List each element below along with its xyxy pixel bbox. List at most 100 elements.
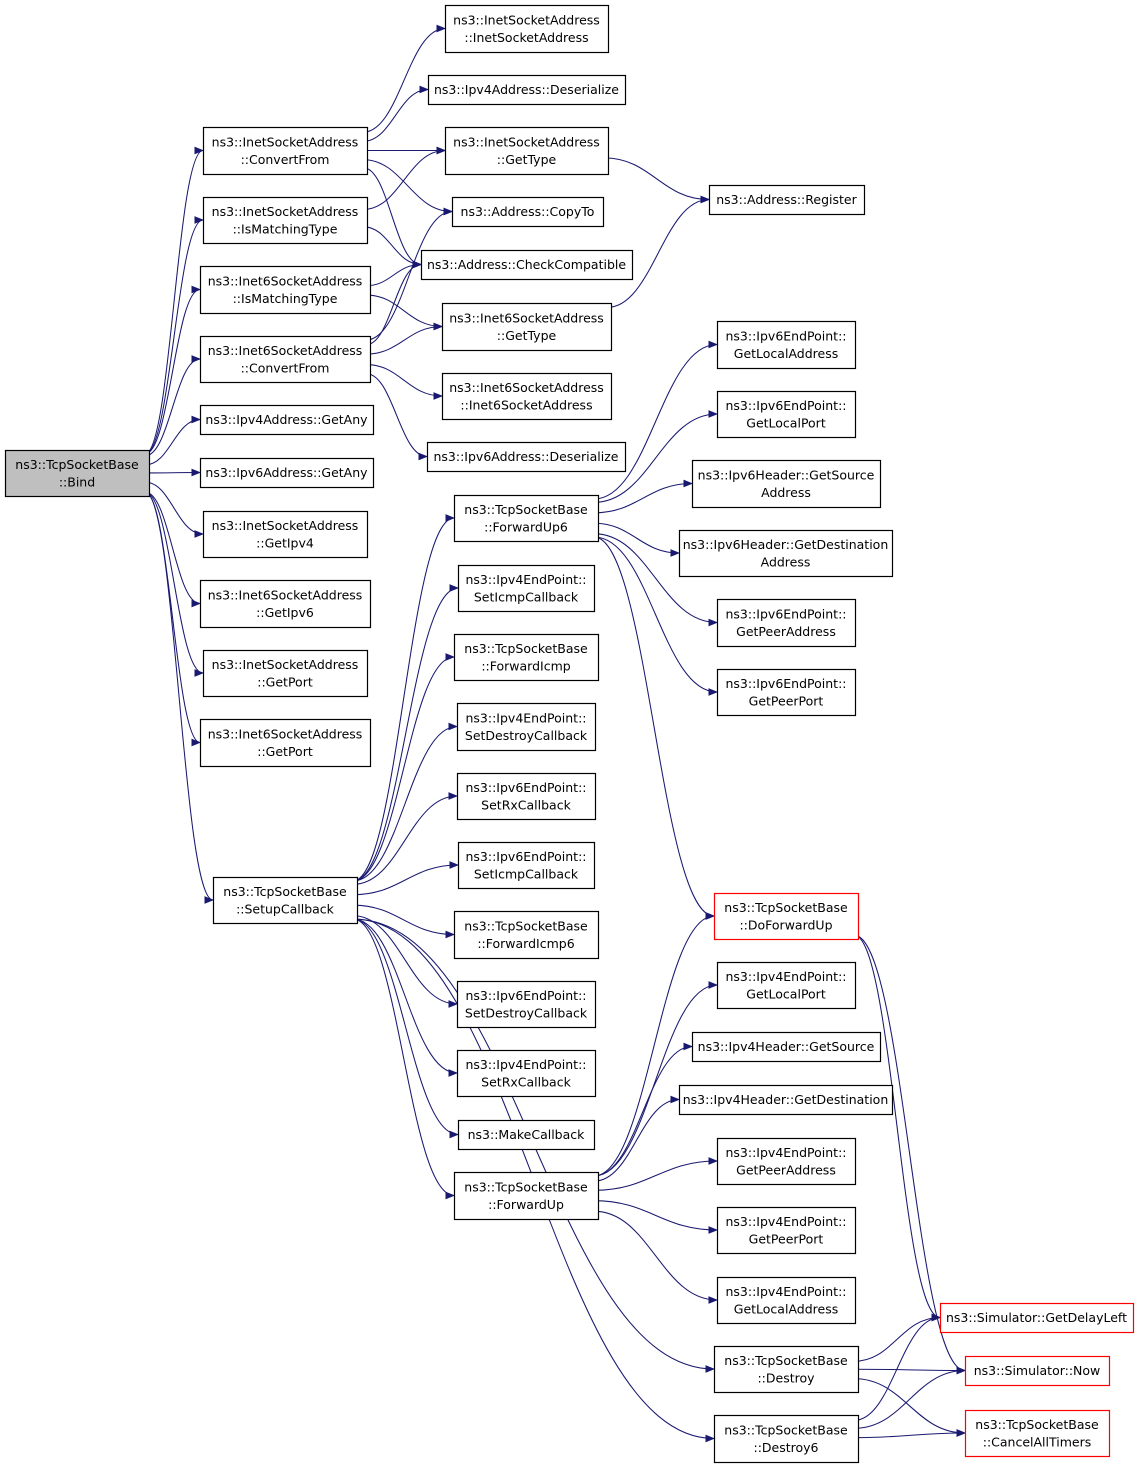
node-ep6-getpeeraddr[interactable]: ns3::Ipv6EndPoint::GetPeerAddress <box>716 598 857 648</box>
node-i6sa-getport[interactable]: ns3::Inet6SocketAddress::GetPort <box>199 718 372 768</box>
node-label-line: ns3::Inet6SocketAddress <box>208 343 363 358</box>
node-isa-ctor[interactable]: ns3::InetSocketAddress::InetSocketAddres… <box>444 4 610 54</box>
node-cancel-timers[interactable]: ns3::TcpSocketBase::CancelAllTimers <box>964 1409 1111 1458</box>
node-ep6-setdestroy[interactable]: ns3::Ipv6EndPoint::SetDestroyCallback <box>456 980 597 1029</box>
node-label-line: ::InetSocketAddress <box>464 30 588 45</box>
node-box <box>678 1084 894 1116</box>
node-ep4-seticmp[interactable]: ns3::Ipv4EndPoint::SetIcmpCallback <box>457 564 596 613</box>
node-box <box>713 892 860 941</box>
node-ep4-getlocaladdr[interactable]: ns3::Ipv4EndPoint::GetLocalAddress <box>716 1276 857 1325</box>
node-isa-convert[interactable]: ns3::InetSocketAddress::ConvertFrom <box>202 126 369 176</box>
edge-fwd_up6-to-do_fwd_up <box>593 536 714 916</box>
node-box <box>456 772 597 821</box>
edge-fwd_up-to-ep4_getlocalport <box>593 985 717 1177</box>
node-box <box>212 876 359 925</box>
edge-bind-to-isa_getport <box>144 491 203 673</box>
node-box <box>716 598 857 648</box>
node-i6sa-gettype[interactable]: ns3::Inet6SocketAddress::GetType <box>441 302 613 352</box>
node-label-line: GetLocalAddress <box>734 346 838 361</box>
edge-setup_cb-to-fwd_icmp6 <box>352 904 454 934</box>
node-fwd-up6[interactable]: ns3::TcpSocketBase::ForwardUp6 <box>453 494 600 543</box>
node-box <box>716 668 857 717</box>
node-box <box>716 390 857 439</box>
node-i6sa-getipv6[interactable]: ns3::Inet6SocketAddress::GetIpv6 <box>199 579 372 629</box>
node-label-line: ns3::InetSocketAddress <box>453 134 600 149</box>
edge-bind-to-i6sa_getipv6 <box>144 491 200 604</box>
node-destroy[interactable]: ns3::TcpSocketBase::Destroy <box>713 1345 860 1394</box>
node-box <box>426 441 627 473</box>
node-h4-getsrc[interactable]: ns3::Ipv4Header::GetSource <box>691 1031 882 1063</box>
node-ipv6-getany[interactable]: ns3::Ipv6Address::GetAny <box>199 457 375 489</box>
node-ep6-getlocalport[interactable]: ns3::Ipv6EndPoint::GetLocalPort <box>716 390 857 439</box>
node-h4-getdst[interactable]: ns3::Ipv4Header::GetDestination <box>678 1084 894 1116</box>
node-ep6-getpeerport[interactable]: ns3::Ipv6EndPoint::GetPeerPort <box>716 668 857 717</box>
node-label-line: ::ForwardUp6 <box>484 519 568 534</box>
edge-i6sa_convert-to-addr_copyto <box>365 212 452 341</box>
node-ep4-getpeerport[interactable]: ns3::Ipv4EndPoint::GetPeerPort <box>716 1206 857 1255</box>
node-label-line: ::Bind <box>59 474 95 489</box>
node-i6sa-ctor[interactable]: ns3::Inet6SocketAddress::Inet6SocketAddr… <box>441 372 613 421</box>
node-i6sa-match[interactable]: ns3::Inet6SocketAddress::IsMatchingType <box>199 265 372 315</box>
edge-fwd_up-to-do_fwd_up <box>593 916 714 1177</box>
node-label-line: ns3::Ipv4EndPoint:: <box>726 1214 847 1229</box>
node-ep6-getlocaladdr[interactable]: ns3::Ipv6EndPoint::GetLocalAddress <box>716 320 857 370</box>
edge-isa_convert-to-addr_check <box>362 167 421 265</box>
node-box <box>964 1355 1111 1387</box>
node-fwd-up[interactable]: ns3::TcpSocketBase::ForwardUp <box>453 1171 600 1221</box>
node-ep4-setrx[interactable]: ns3::Ipv4EndPoint::SetRxCallback <box>456 1049 597 1098</box>
edge-fwd_up-to-ep4_getlocaladdr <box>593 1210 717 1300</box>
node-fwd-icmp[interactable]: ns3::TcpSocketBase::ForwardIcmp <box>453 633 600 682</box>
node-setup-cb[interactable]: ns3::TcpSocketBase::SetupCallback <box>212 876 359 925</box>
node-ipv6-deser[interactable]: ns3::Ipv6Address::Deserialize <box>426 441 627 473</box>
node-box <box>199 718 372 768</box>
node-label-line: SetIcmpCallback <box>474 589 579 604</box>
edge-isa_match-to-isa_gettype <box>362 151 445 211</box>
node-addr-register[interactable]: ns3::Address::Register <box>708 184 866 216</box>
node-isa-match[interactable]: ns3::InetSocketAddress::IsMatchingType <box>202 196 369 245</box>
node-sim-getdelay[interactable]: ns3::Simulator::GetDelayLeft <box>939 1302 1135 1334</box>
edge-fwd_up6-to-ep6_getlocalport <box>593 414 717 503</box>
node-label-line: ::ConvertFrom <box>241 360 330 375</box>
node-isa-getipv4[interactable]: ns3::InetSocketAddress::GetIpv4 <box>202 510 369 559</box>
node-bind[interactable]: ns3::TcpSocketBase::Bind <box>4 449 151 498</box>
node-do-fwd-up[interactable]: ns3::TcpSocketBase::DoForwardUp <box>713 892 860 941</box>
node-ep4-getpeeraddr[interactable]: ns3::Ipv4EndPoint::GetPeerAddress <box>716 1137 857 1186</box>
node-destroy6[interactable]: ns3::TcpSocketBase::Destroy6 <box>713 1414 860 1464</box>
node-ipv4-getany[interactable]: ns3::Ipv4Address::GetAny <box>199 404 375 436</box>
node-label-line: ns3::Inet6SocketAddress <box>208 273 363 288</box>
node-sim-now[interactable]: ns3::Simulator::Now <box>964 1355 1111 1387</box>
node-label-line: ns3::Ipv6EndPoint:: <box>726 676 847 691</box>
node-label-line: ns3::Ipv4Address::Deserialize <box>434 82 619 97</box>
node-ep4-setdestroy[interactable]: ns3::Ipv4EndPoint::SetDestroyCallback <box>456 702 597 752</box>
node-label-line: ns3::Ipv4Header::GetSource <box>698 1039 875 1054</box>
node-isa-getport[interactable]: ns3::InetSocketAddress::GetPort <box>202 649 369 698</box>
node-box <box>713 1345 860 1394</box>
node-fwd-icmp6[interactable]: ns3::TcpSocketBase::ForwardIcmp6 <box>453 910 600 960</box>
node-addr-check[interactable]: ns3::Address::CheckCompatible <box>420 249 634 281</box>
nodes-layer: ns3::TcpSocketBase::Bindns3::InetSocketA… <box>4 4 1135 1464</box>
node-label-line: ns3::Ipv6EndPoint:: <box>466 780 587 795</box>
edge-destroy-to-sim_getdelay <box>853 1318 940 1362</box>
node-label-line: SetDestroyCallback <box>465 728 588 743</box>
node-box <box>716 961 857 1010</box>
node-make-cb[interactable]: ns3::MakeCallback <box>457 1119 596 1151</box>
node-box <box>456 702 597 752</box>
node-label-line: ::GetType <box>497 152 557 167</box>
node-label-line: ns3::Ipv4EndPoint:: <box>466 572 587 587</box>
node-ep4-getlocalport[interactable]: ns3::Ipv4EndPoint::GetLocalPort <box>716 961 857 1010</box>
node-label-line: ::GetType <box>497 328 557 343</box>
node-ep6-setrx[interactable]: ns3::Ipv6EndPoint::SetRxCallback <box>456 772 597 821</box>
node-addr-copyto[interactable]: ns3::Address::CopyTo <box>451 196 605 228</box>
node-isa-gettype[interactable]: ns3::InetSocketAddress::GetType <box>444 126 610 176</box>
node-box <box>202 196 369 245</box>
node-label-line: ns3::Ipv6Address::Deserialize <box>434 449 619 464</box>
node-label-line: SetRxCallback <box>481 1074 571 1089</box>
node-label-line: ns3::TcpSocketBase <box>724 900 848 915</box>
node-i6sa-convert[interactable]: ns3::Inet6SocketAddress::ConvertFrom <box>199 335 372 384</box>
node-ipv4-deser[interactable]: ns3::Ipv4Address::Deserialize <box>427 74 627 106</box>
edge-fwd_up-to-ep4_getpeerport <box>593 1200 717 1230</box>
edges-layer <box>144 29 965 1439</box>
node-ep6-seticmp[interactable]: ns3::Ipv6EndPoint::SetIcmpCallback <box>457 841 596 890</box>
